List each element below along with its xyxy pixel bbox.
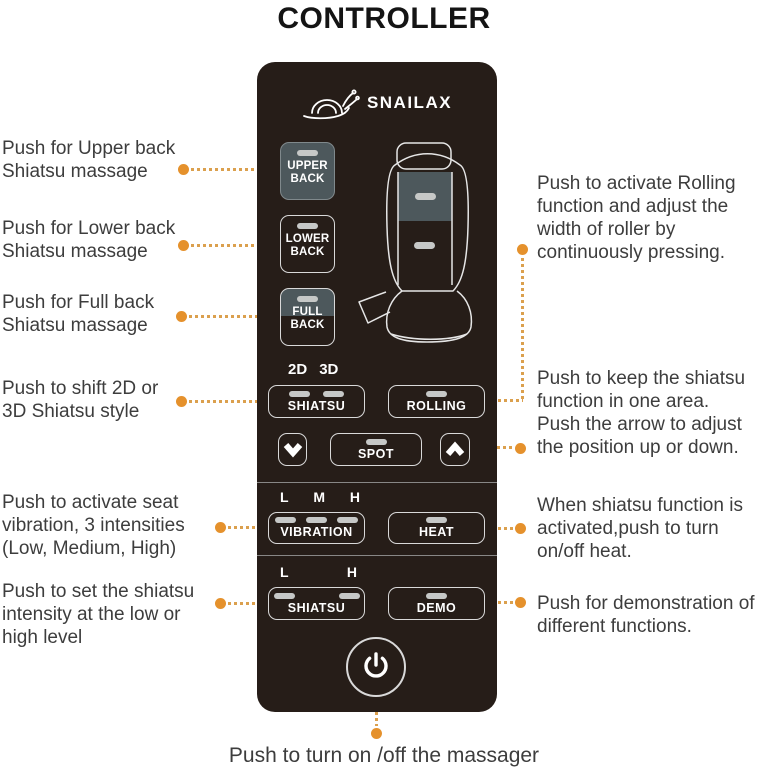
annotation-connector	[486, 399, 523, 402]
label-medium: M	[313, 489, 326, 505]
indicator-pill	[426, 592, 447, 599]
annotation-power: Push to turn on /off the massager	[228, 744, 540, 767]
chevron-up-icon	[445, 441, 465, 456]
annotation-dot	[371, 728, 382, 739]
demo-button[interactable]: DEMO	[388, 587, 485, 620]
indicator-pill	[297, 150, 318, 156]
brand-logo: SNAILAX	[257, 86, 497, 120]
vibration-button[interactable]: VIBRATION	[268, 512, 365, 544]
upper-back-label: UPPER BACK	[287, 160, 328, 185]
annotation-demo: Push for demonstration of different func…	[537, 593, 755, 637]
shiatsu-intensity-button[interactable]: SHIATSU	[268, 587, 365, 620]
spot-label: SPOT	[357, 446, 395, 461]
annotation-2d3d: Push to shift 2D or 3D Shiatsu style	[2, 378, 159, 422]
annotation-rolling: Push to activate Rolling function and ad…	[537, 173, 736, 263]
annotation-upper-back: Push for Upper back Shiatsu massage	[2, 138, 176, 182]
demo-label: DEMO	[416, 600, 457, 615]
massage-seat-illustration	[358, 142, 473, 343]
indicator-pill	[426, 517, 447, 523]
full-back-label: FULL BACK	[290, 306, 325, 331]
arrow-down-button[interactable]	[278, 433, 307, 466]
section-divider	[257, 482, 497, 483]
annotation-dot	[515, 443, 526, 454]
section-divider	[257, 555, 497, 556]
indicator-pill	[297, 223, 318, 229]
annotation-dot	[215, 598, 226, 609]
rolling-label: ROLLING	[406, 398, 467, 413]
shiatsu-2d3d-button[interactable]: SHIATSU	[268, 385, 365, 418]
indicator-pill	[273, 592, 295, 599]
indicator-pill	[289, 390, 310, 397]
annotation-dot	[176, 396, 187, 407]
shiatsu-level-labels: L H	[280, 564, 357, 580]
annotation-lower-back: Push for Lower back Shiatsu massage	[2, 218, 176, 262]
upper-back-button[interactable]: UPPER BACK	[280, 142, 335, 200]
vibration-label: VIBRATION	[280, 525, 353, 539]
full-back-button[interactable]: FULL BACK	[280, 288, 335, 346]
indicator-pill	[365, 438, 387, 445]
annotation-heat: When shiatsu function is activated,push …	[537, 495, 743, 562]
lower-back-label: LOWER BACK	[285, 233, 330, 258]
annotation-connector	[228, 602, 267, 605]
indicator-pill	[426, 390, 447, 397]
label-low: L	[280, 564, 289, 580]
annotation-connector	[486, 601, 515, 604]
annotation-connector	[189, 400, 267, 403]
brand-name: SNAILAX	[366, 93, 453, 112]
arrow-up-button[interactable]	[440, 433, 470, 466]
annotation-dot	[515, 597, 526, 608]
annotation-connector	[486, 527, 515, 530]
shiatsu-label: SHIATSU	[287, 398, 346, 413]
annotation-dot	[178, 164, 189, 175]
annotation-vibration: Push to activate seat vibration, 3 inten…	[2, 492, 185, 559]
annotation-connector	[189, 315, 279, 318]
annotation-connector	[521, 258, 524, 402]
label-high: H	[349, 489, 360, 505]
annotation-connector	[191, 244, 279, 247]
spot-button[interactable]: SPOT	[330, 433, 422, 466]
indicator-pill	[306, 517, 327, 523]
annotation-full-back: Push for Full back Shiatsu massage	[2, 292, 155, 336]
heat-button[interactable]: HEAT	[388, 512, 485, 544]
snail-logo-icon	[303, 89, 360, 120]
label-high: H	[346, 564, 357, 580]
chevron-down-icon	[283, 443, 302, 458]
annotation-connector	[375, 700, 378, 726]
power-button[interactable]	[346, 637, 406, 697]
label-low: L	[280, 489, 289, 505]
indicator-pill	[337, 517, 358, 523]
power-icon	[364, 652, 388, 678]
annotation-dot	[517, 244, 528, 255]
shiatsu-mode-labels: 2D 3D	[288, 361, 338, 378]
annotation-connector	[228, 526, 267, 529]
annotation-dot	[515, 523, 526, 534]
heat-label: HEAT	[418, 525, 455, 539]
remote-controller: SNAILAX UPPER BACK LOWER BACK FULL BACK	[257, 62, 497, 712]
label-2d: 2D	[288, 361, 308, 378]
lower-back-button[interactable]: LOWER BACK	[280, 215, 335, 273]
indicator-pill	[275, 517, 296, 523]
vibration-level-labels: L M H	[280, 489, 360, 505]
indicator-pill	[323, 390, 344, 397]
annotation-dot	[176, 311, 187, 322]
annotation-dot	[215, 522, 226, 533]
annotation-dot	[178, 240, 189, 251]
label-3d: 3D	[319, 361, 339, 378]
annotation-spot: Push to keep the shiatsu function in one…	[537, 368, 746, 458]
rolling-button[interactable]: ROLLING	[388, 385, 485, 418]
annotation-connector	[191, 168, 279, 171]
shiatsu-intensity-label: SHIATSU	[287, 600, 346, 615]
indicator-pill	[297, 296, 318, 302]
page-title: CONTROLLER	[277, 2, 491, 35]
indicator-pill	[338, 592, 360, 599]
annotation-shiatsu-intensity: Push to set the shiatsu intensity at the…	[2, 581, 195, 648]
